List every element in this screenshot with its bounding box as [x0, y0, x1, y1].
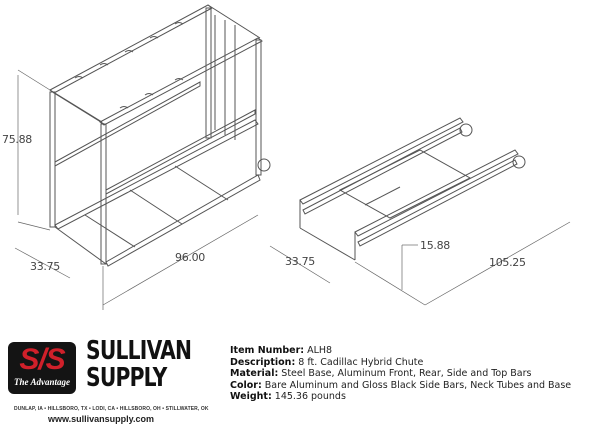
length-dimension-right: 105.25 [489, 256, 526, 269]
length-dimension-left: 96.00 [175, 251, 205, 264]
upright-chute-drawing [49, 4, 271, 267]
brand-line-2: SUPPLY [86, 363, 167, 393]
brand-line-1: SULLIVAN [86, 336, 192, 366]
lay-down-chute-drawing [299, 117, 526, 261]
width-dimension-right: 33.75 [285, 255, 315, 268]
spec-description: Description: 8 ft. Cadillac Hybrid Chute [230, 356, 424, 368]
logo-tagline: The Advantage [14, 377, 70, 387]
logo-ss-text: S/S [19, 343, 65, 376]
brand-name: SULLIVAN SUPPLY [86, 336, 192, 393]
spec-color: Color: Bare Aluminum and Gloss Black Sid… [230, 379, 572, 391]
sullivan-logo-mark: S/S The Advantage [8, 342, 76, 394]
height-dimension-left: 75.88 [2, 133, 32, 146]
store-locations: DUNLAP, IA • HILLSBORO, TX • LODI, CA • … [14, 406, 209, 412]
dimension-lines-right [269, 221, 571, 306]
technical-drawings [14, 4, 571, 310]
height-dimension-right: 15.88 [420, 239, 450, 252]
spec-material: Material: Steel Base, Aluminum Front, Re… [230, 368, 532, 379]
spec-weight: Weight: 145.36 pounds [230, 391, 346, 402]
website-link[interactable]: www.sullivansupply.com [48, 414, 155, 424]
spec-item-number: Item Number: ALH8 [230, 345, 333, 356]
dimension-lines-left [14, 69, 259, 310]
width-dimension-left: 33.75 [30, 260, 60, 273]
product-specs: Item Number: ALH8 Description: 8 ft. Cad… [230, 345, 571, 403]
